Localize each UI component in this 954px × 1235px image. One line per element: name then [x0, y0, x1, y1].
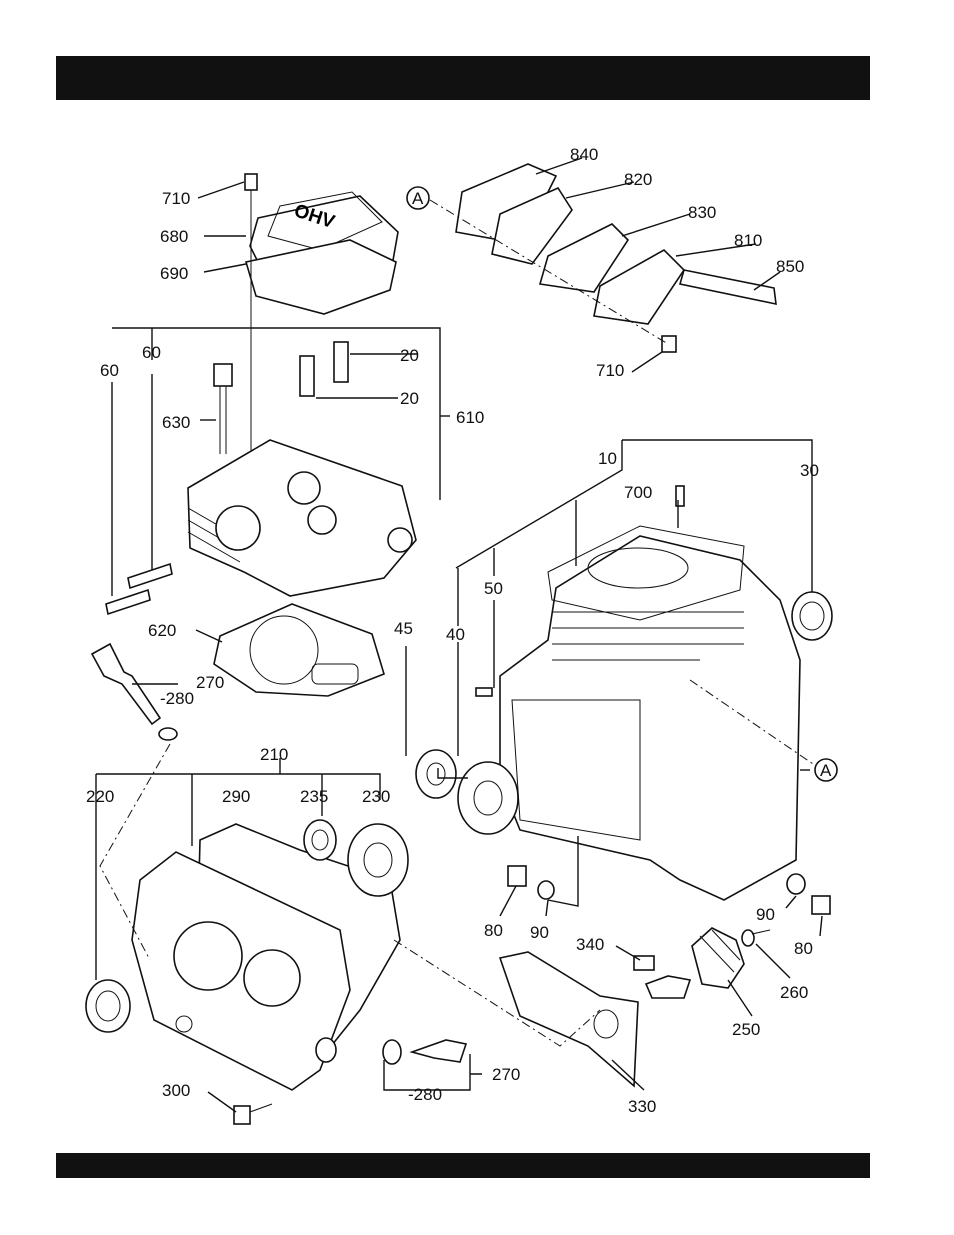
crankcase: [500, 536, 800, 900]
label-330: 330: [628, 1097, 656, 1116]
pin-50: [476, 688, 492, 696]
crankcase-cover-group: [86, 820, 408, 1124]
label-60b: 60: [142, 343, 161, 362]
stud-b: [128, 564, 172, 588]
label-340: 340: [576, 935, 604, 954]
cover-bolt: [245, 174, 257, 190]
label-30: 30: [800, 461, 819, 480]
label-80b: 80: [794, 939, 813, 958]
governor-group: [500, 928, 770, 1086]
plug-bottom-left: [316, 1038, 336, 1062]
o-ring-bottom: [383, 1040, 401, 1064]
label-260: 260: [780, 983, 808, 1002]
label-20b: 20: [400, 389, 419, 408]
washer-260: [742, 930, 754, 946]
label-270b: 270: [492, 1065, 520, 1084]
label-710b: 710: [596, 361, 624, 380]
bolt-300: [234, 1106, 250, 1124]
label-235: 235: [300, 787, 328, 806]
label-620: 620: [148, 621, 176, 640]
dowel-pin-b: [334, 342, 348, 382]
label-a-top: A: [412, 189, 424, 208]
oil-seal-220: [86, 980, 130, 1032]
oil-gauge-bottom: [412, 1040, 466, 1062]
o-ring-top: [159, 728, 177, 740]
head-gasket: [214, 604, 384, 696]
label-50: 50: [484, 579, 503, 598]
breather-group: [430, 164, 776, 352]
bearing-40: [458, 762, 518, 834]
washer-90a: [538, 881, 554, 899]
label-230: 230: [362, 787, 390, 806]
label-850: 850: [776, 257, 804, 276]
label-680: 680: [160, 227, 188, 246]
label-710a: 710: [162, 189, 190, 208]
label-a-right: A: [820, 761, 832, 780]
label-220: 220: [86, 787, 114, 806]
label-290: 290: [222, 787, 250, 806]
spacer: [646, 976, 690, 998]
label-820: 820: [624, 170, 652, 189]
washer-90b: [787, 874, 805, 894]
dowel-pin-a: [300, 356, 314, 396]
breather-hose-850: [680, 270, 776, 304]
label-630: 630: [162, 413, 190, 432]
bearing-230: [348, 824, 408, 896]
drain-plug-80b: [812, 896, 830, 914]
label-270a: 270: [196, 673, 224, 692]
oil-seal-30: [792, 592, 832, 640]
bearing-45: [416, 750, 456, 798]
label-700: 700: [624, 483, 652, 502]
label-840: 840: [570, 145, 598, 164]
label-80a: 80: [484, 921, 503, 940]
label-10: 10: [598, 449, 617, 468]
bearing-235: [304, 820, 336, 860]
label-40: 40: [446, 625, 465, 644]
label-60a: 60: [100, 361, 119, 380]
label-810: 810: [734, 231, 762, 250]
head-bolt: [214, 364, 232, 386]
label-20a: 20: [400, 346, 419, 365]
dowel-pin-700: [676, 486, 684, 506]
label-45: 45: [394, 619, 413, 638]
drain-plug-80a: [508, 866, 526, 886]
label-300: 300: [162, 1081, 190, 1100]
label-830: 830: [688, 203, 716, 222]
label-610: 610: [456, 408, 484, 427]
label-280b: -280: [408, 1085, 442, 1104]
breather-bolt: [662, 336, 676, 352]
label-690: 690: [160, 264, 188, 283]
label-250: 250: [732, 1020, 760, 1039]
label-280a: -280: [160, 689, 194, 708]
crankcase-group: [416, 486, 832, 900]
label-90b: 90: [756, 905, 775, 924]
label-90a: 90: [530, 923, 549, 942]
label-210: 210: [260, 745, 288, 764]
